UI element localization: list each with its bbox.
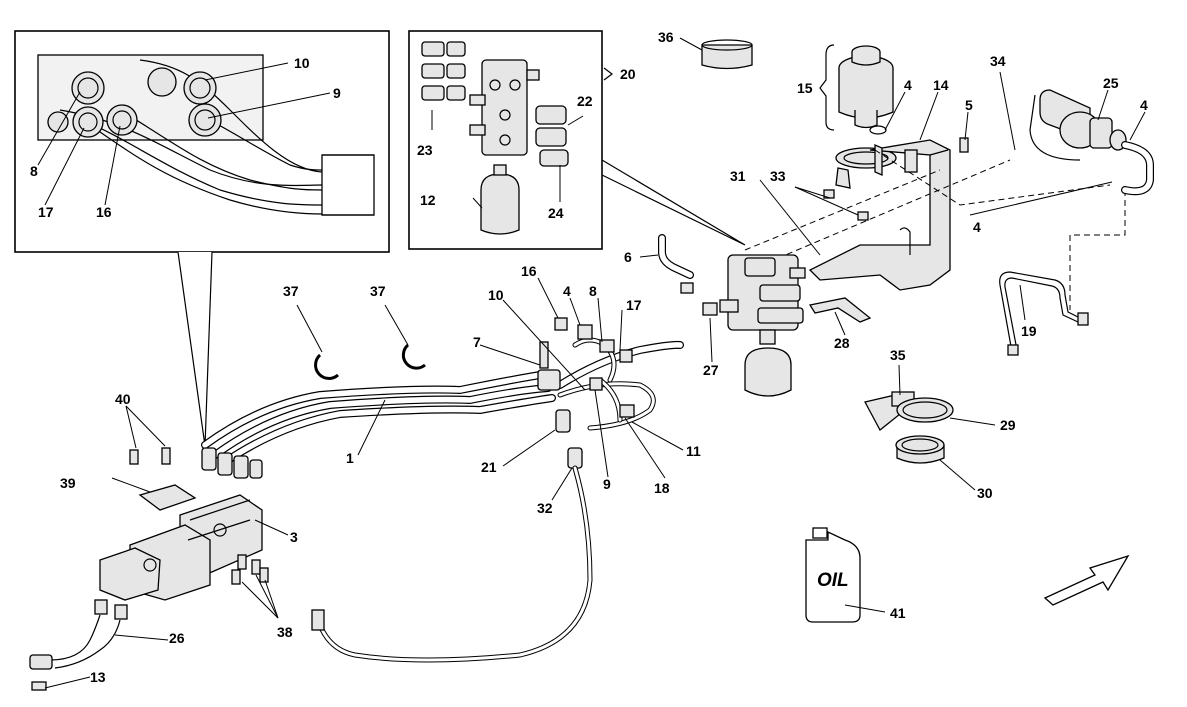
- part-28-plate: [808, 297, 872, 336]
- callout-28: 28: [834, 335, 850, 351]
- callout-24: 24: [548, 205, 564, 221]
- callout-29: 29: [1000, 417, 1016, 433]
- callout-40: 40: [115, 391, 131, 407]
- callout-33: 33: [770, 168, 786, 184]
- callout-4-bracket: 4: [973, 219, 981, 235]
- callout-3: 3: [290, 529, 298, 545]
- part-1-hydraulic-harness: [201, 277, 684, 479]
- callout-38: 38: [277, 624, 293, 640]
- callout-17: 17: [626, 297, 642, 313]
- callout-4-reservoir: 4: [904, 77, 912, 93]
- callout-17-inset: 17: [38, 204, 54, 220]
- part-14-31-bracket: [744, 71, 1126, 310]
- callout-12: 12: [420, 192, 436, 208]
- callout-39: 39: [60, 475, 76, 491]
- part-32-flexible-hose: [311, 447, 593, 663]
- callout-20: 20: [620, 66, 636, 82]
- part-6-hose-fitting: [639, 234, 694, 294]
- part-37-snap-rings: [296, 304, 426, 380]
- callout-32: 32: [537, 500, 553, 516]
- callout-10: 10: [488, 287, 504, 303]
- callout-15: 15: [797, 80, 813, 96]
- front-direction-arrow-icon: [1043, 554, 1130, 606]
- callout-8: 8: [589, 283, 597, 299]
- part-15-oil-reservoir: [819, 44, 894, 131]
- callout-1: 1: [346, 450, 354, 466]
- callout-26: 26: [169, 630, 185, 646]
- callout-16-inset: 16: [96, 204, 112, 220]
- callout-41: 41: [890, 605, 906, 621]
- callout-34: 34: [990, 53, 1006, 69]
- callout-19: 19: [1021, 323, 1037, 339]
- callout-10-inset: 10: [294, 55, 310, 71]
- callout-13: 13: [90, 669, 106, 685]
- callout-9-inset: 9: [333, 85, 341, 101]
- callout-31: 31: [730, 168, 746, 184]
- callout-9: 9: [603, 476, 611, 492]
- callout-4-pump: 4: [1140, 97, 1148, 113]
- part-3-gearbox-actuator: [29, 494, 289, 691]
- callout-27: 27: [703, 362, 719, 378]
- callout-37-left: 37: [283, 283, 299, 299]
- part-38-39-40-fasteners: [111, 405, 279, 619]
- oil-label: OIL: [817, 570, 849, 591]
- callout-37-right: 37: [370, 283, 386, 299]
- callout-36: 36: [658, 29, 674, 45]
- callout-18: 18: [654, 480, 670, 496]
- callout-5: 5: [965, 97, 973, 113]
- callout-21: 21: [481, 459, 497, 475]
- part-25-electric-pump: [1029, 89, 1154, 196]
- callout-6: 6: [624, 249, 632, 265]
- detail-inset-valve-block: [408, 30, 746, 250]
- callout-35: 35: [890, 347, 906, 363]
- part-36-ring: [679, 37, 753, 70]
- callout-14: 14: [933, 77, 949, 93]
- detail-inset-connectors: [14, 30, 390, 447]
- callout-7: 7: [473, 334, 481, 350]
- callout-11: 11: [686, 443, 701, 459]
- callout-25: 25: [1103, 75, 1119, 91]
- callout-8-inset: 8: [30, 163, 38, 179]
- part-29-30-35-clamps: [864, 364, 996, 491]
- callout-23: 23: [417, 142, 433, 158]
- callout-30: 30: [977, 485, 993, 501]
- part-41-oil-can: OIL: [805, 527, 886, 623]
- callout-4-harness: 4: [563, 283, 571, 299]
- callout-22: 22: [577, 93, 593, 109]
- part-valve-block-assembly: [702, 254, 806, 397]
- callout-labels: 10 9 8 17 16 23 12 24 22 20 36 15 4 14 5…: [30, 29, 1148, 685]
- callout-16: 16: [521, 263, 537, 279]
- part-19-rigid-pipe: [999, 271, 1089, 356]
